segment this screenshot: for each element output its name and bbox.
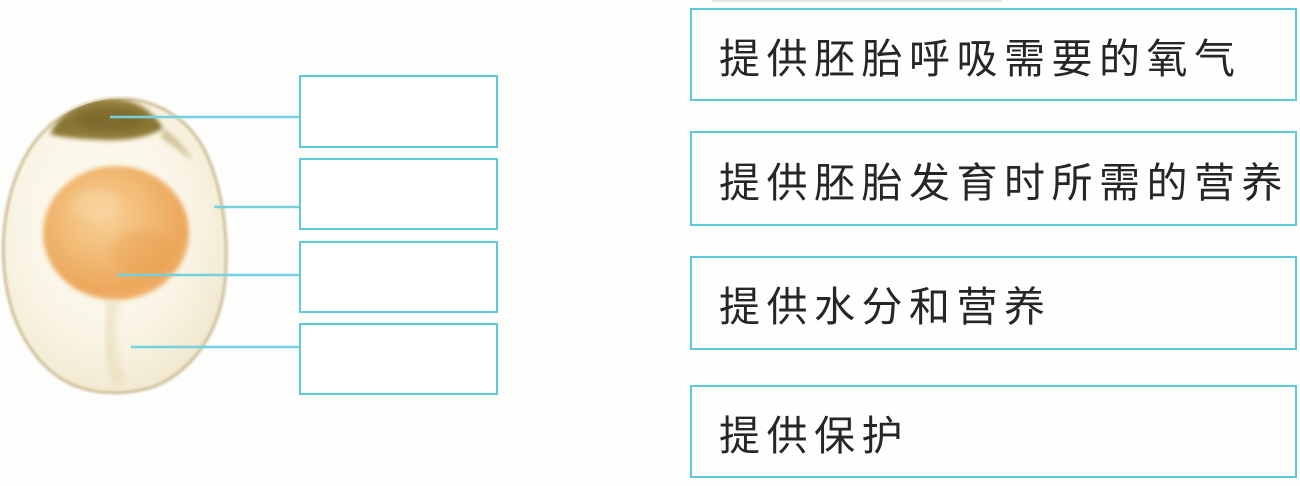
function-label: 提供保护	[719, 411, 909, 460]
function-label: 提供水分和营养	[719, 283, 1052, 331]
function-box-nutrition-embryo[interactable]: 提供胚胎发育时所需的营养	[690, 131, 1297, 226]
function-box-oxygen[interactable]: 提供胚胎呼吸需要的氧气	[690, 8, 1297, 101]
function-box-protection[interactable]: 提供保护	[690, 385, 1297, 478]
answer-box-1[interactable]	[299, 75, 498, 148]
yolk-region	[43, 166, 189, 300]
yolk-highlight	[72, 189, 120, 221]
function-label: 提供胚胎发育时所需的营养	[719, 158, 1289, 207]
egg-shell-outline	[0, 95, 230, 396]
function-box-water-nutrition[interactable]: 提供水分和营养	[690, 256, 1297, 350]
shell-fringe	[161, 128, 192, 160]
scan-artifact-line	[712, 0, 1002, 2]
answer-box-3[interactable]	[299, 241, 498, 313]
answer-box-4[interactable]	[299, 323, 498, 395]
yolk-shadow	[112, 230, 172, 274]
egg-cross-section-image	[0, 95, 300, 396]
egg-white-streak	[103, 298, 126, 386]
answer-box-2[interactable]	[299, 158, 498, 230]
function-label: 提供胚胎呼吸需要的氧气	[719, 34, 1242, 83]
